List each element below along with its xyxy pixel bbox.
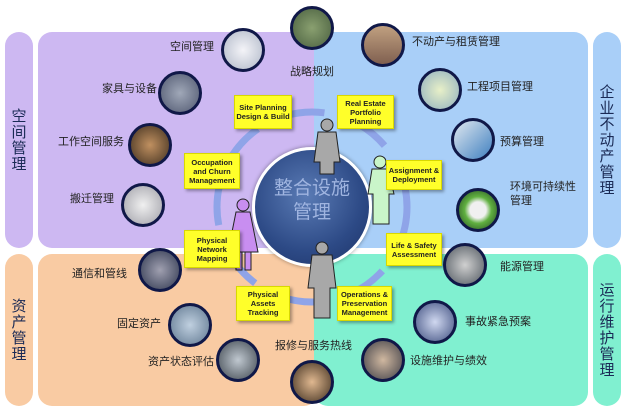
process-occupation-churn: Occupation and Churn Management: [184, 153, 240, 189]
photo-lease: [361, 23, 405, 67]
topic-fixed-asset: 固定资产: [117, 317, 161, 330]
process-real-estate-planning: Real Estate Portfolio Planning: [337, 95, 394, 129]
topic-lease: 不动产与租赁管理: [412, 35, 500, 48]
person-icon: [313, 118, 341, 175]
photo-sustain: [456, 188, 500, 232]
topic-move: 搬迁管理: [70, 192, 114, 205]
topic-budget: 预算管理: [500, 135, 544, 148]
photo-strategy: [290, 6, 334, 50]
photo-workspace: [128, 123, 172, 167]
photo-move: [121, 183, 165, 227]
topic-furniture: 家具与设备: [102, 82, 157, 95]
photo-space-mgmt: [221, 28, 265, 72]
center-title-line2: 管理: [292, 201, 331, 223]
side-label-operations: 运行维护管理: [593, 254, 621, 406]
process-operations-preservation: Operations & Preservation Management: [337, 286, 392, 321]
center-circle: 整合设施 管理: [252, 147, 372, 267]
topic-telecom: 通信和管线: [72, 267, 127, 280]
process-physical-network: Physical Network Mapping: [184, 230, 240, 268]
topic-sustain: 环境可持续性管理: [510, 180, 576, 207]
side-label-real-estate: 企业不动产管理: [593, 32, 621, 248]
photo-emergency: [413, 300, 457, 344]
topic-strategy: 战略规划: [290, 65, 334, 78]
photo-condition: [216, 338, 260, 382]
process-life-safety: Life & Safety Assessment: [386, 233, 442, 266]
side-label-asset: 资产管理: [5, 254, 33, 406]
photo-fixed-asset: [168, 303, 212, 347]
photo-telecom: [138, 248, 182, 292]
photo-helpdesk: [290, 360, 334, 404]
process-physical-assets: Physical Assets Tracking: [236, 286, 290, 321]
topic-helpdesk: 报修与服务热线: [275, 339, 352, 352]
topic-project: 工程项目管理: [467, 80, 533, 93]
side-label-space: 空间管理: [5, 32, 33, 248]
topic-workspace: 工作空间服务: [58, 135, 124, 148]
topic-emergency: 事故紧急预案: [465, 315, 531, 328]
photo-furniture: [158, 71, 202, 115]
topic-maintenance: 设施维护与绩效: [410, 354, 487, 367]
center-title-line1: 整合设施: [273, 177, 350, 199]
process-site-planning: Site Planning Design & Build: [234, 95, 292, 129]
person-icon: [307, 241, 337, 319]
photo-budget: [451, 118, 495, 162]
topic-condition: 资产状态评估: [148, 355, 214, 368]
photo-project: [418, 68, 462, 112]
topic-space-mgmt: 空间管理: [170, 40, 214, 53]
process-assignment-deployment: Assignment & Deployment: [386, 160, 442, 190]
photo-energy: [443, 243, 487, 287]
photo-maintenance: [361, 338, 405, 382]
topic-energy: 能源管理: [500, 260, 544, 273]
